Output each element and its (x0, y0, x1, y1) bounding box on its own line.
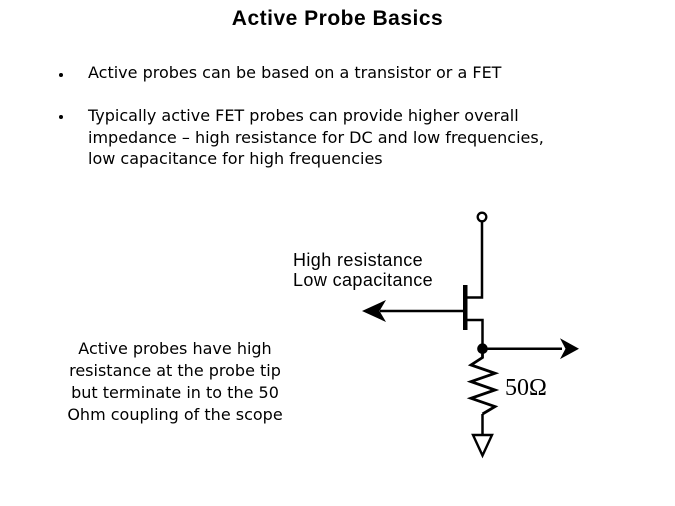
bullet-item: Typically active FET probes can provide … (88, 105, 544, 170)
bullet-marker (59, 73, 63, 77)
gate-arrow-icon (362, 300, 386, 322)
caption-line: but terminate in to the 50 (71, 383, 279, 402)
junction-dot-icon (477, 343, 488, 355)
caption-line: Active probes have high (78, 339, 272, 358)
caption-line: Ohm coupling of the scope (67, 405, 283, 424)
resistor-value-label: 50Ω (505, 375, 547, 401)
slide-title: Active Probe Basics (231, 7, 444, 30)
fet-symbol-icon (463, 285, 468, 330)
caption-line: resistance at the probe tip (69, 361, 281, 380)
gate-label-line: High resistance (293, 250, 424, 270)
bullet-line: Active probes can be based on a transist… (88, 63, 502, 82)
gate-label-line: Low capacitance (293, 270, 434, 290)
bullet-item: Active probes can be based on a transist… (88, 62, 501, 84)
probe-terminal-icon (476, 211, 488, 223)
gate-label: High resistance Low capacitance (293, 250, 433, 290)
bullet-line: low capacitance for high frequencies (88, 149, 383, 168)
drain-wire (466, 221, 484, 299)
bullet-line: impedance – high resistance for DC and l… (88, 127, 544, 147)
bullet-marker (59, 115, 63, 119)
bullet-line: Typically active FET probes can provide … (88, 106, 519, 125)
resistor-zigzag-icon (466, 353, 500, 416)
source-wire (466, 318, 484, 344)
ground-arrow-icon (471, 433, 494, 459)
output-arrow-icon (560, 338, 579, 360)
caption-block: Active probes have high resistance at th… (40, 338, 310, 426)
